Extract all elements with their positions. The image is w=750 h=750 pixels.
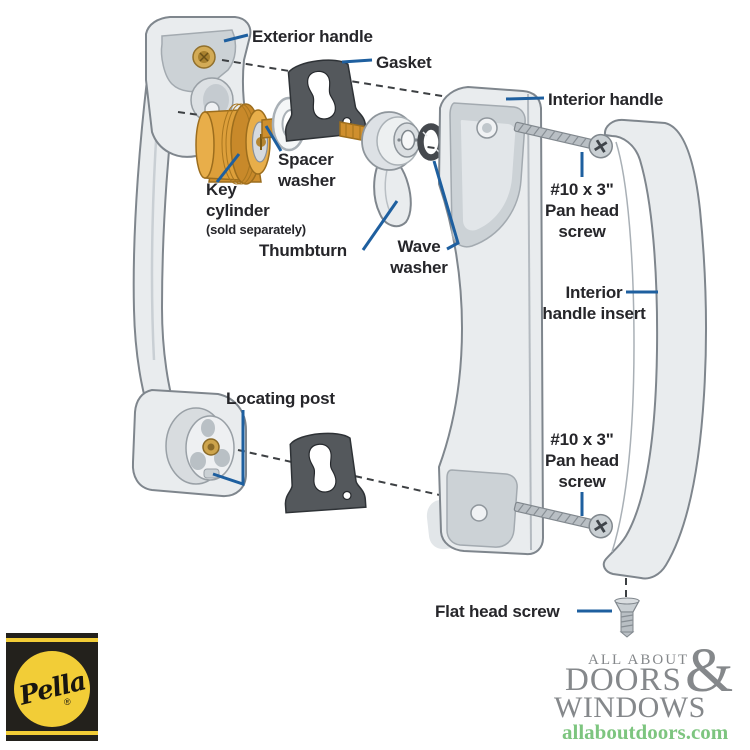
label-exterior-handle: Exterior handle	[252, 27, 373, 46]
thumbturn-drawing	[361, 111, 421, 228]
pella-logo-disc: Pella	[14, 651, 90, 727]
label-wave-washer: Wave washer	[390, 237, 448, 277]
store-logo-ampersand: &	[685, 637, 734, 705]
pella-stripe-top	[6, 638, 98, 642]
store-logo: ALL ABOUT DOORS & WINDOWS allaboutdoors.…	[552, 640, 750, 747]
label-interior-handle: Interior handle	[548, 90, 664, 109]
pella-logo: Pella ®	[6, 633, 98, 741]
label-pan-head-screw-bottom: #10 x 3" Pan head screw	[545, 430, 619, 491]
pella-registered-mark: ®	[64, 697, 71, 707]
label-interior-handle-insert: Interior handle insert	[542, 283, 646, 323]
wave-washer-drawing	[417, 123, 445, 161]
store-logo-line1: ALL ABOUT	[588, 652, 690, 668]
label-locating-post: Locating post	[226, 389, 335, 408]
interior-handle-drawing	[426, 85, 545, 556]
bottom-gasket-drawing	[279, 430, 367, 514]
store-url[interactable]: allaboutdoors.com	[562, 720, 729, 744]
interior-handle-insert-drawing	[602, 118, 708, 580]
label-pan-head-screw-top: #10 x 3" Pan head screw	[545, 180, 619, 241]
leader-lines	[212, 33, 658, 613]
label-key-cylinder-note: (sold separately)	[206, 222, 306, 237]
pella-stripe-bottom	[6, 731, 98, 735]
key-cylinder-drawing	[195, 103, 271, 185]
exterior-handle-drawing	[131, 16, 252, 498]
label-flat-head-screw: Flat head screw	[435, 602, 560, 621]
store-logo-line3: WINDOWS	[554, 691, 706, 724]
store-logo-line2: DOORS	[565, 662, 682, 698]
label-gasket: Gasket	[376, 53, 432, 72]
label-key-cylinder: Key cylinder (sold separately)	[206, 180, 306, 237]
pella-wordmark: Pella	[15, 666, 89, 712]
label-spacer-washer: Spacer washer	[278, 150, 336, 190]
label-thumbturn: Thumbturn	[259, 241, 347, 260]
flat-head-screw-drawing	[613, 597, 641, 638]
